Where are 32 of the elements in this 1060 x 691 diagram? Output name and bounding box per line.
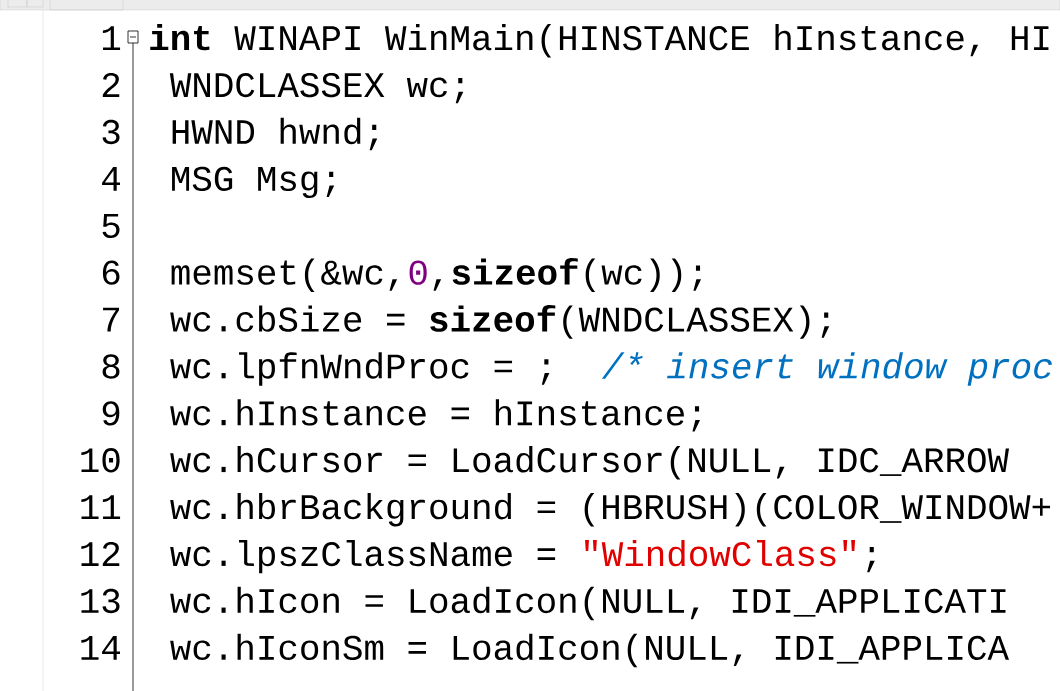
code-text: ; xyxy=(867,546,875,573)
code-comment: /* insert window proc xyxy=(601,352,1052,386)
code-text: wc.hCursor = LoadCursor(NULL, IDC_ARROW xyxy=(170,446,1010,480)
code-text: int WINAPI WinMain(HINSTANCE hInstance, HI xyxy=(150,24,1049,58)
code-text: wc.lpfnWndProc = ; xyxy=(170,352,550,386)
line-number: 5 xyxy=(102,213,120,238)
code-text: wc.hbrBackground = (HBRUSH)(COLOR_WINDOW+ xyxy=(170,493,1050,527)
code-text: MSG Msg; xyxy=(172,166,335,199)
line-number: 12 xyxy=(81,541,120,566)
line-number: 13 xyxy=(81,588,120,614)
code-text: ,sizeof(wc)); xyxy=(433,258,702,292)
line-number: 10 xyxy=(81,448,120,473)
code-text: HWND hwnd; xyxy=(172,117,378,151)
code-text: wc.cbSize = sizeof(WNDCLASSEX); xyxy=(170,304,830,339)
line-number: 3 xyxy=(102,119,120,145)
line-number: 14 xyxy=(81,636,120,660)
code-text: "WindowClass" xyxy=(585,539,856,567)
line-number: 4 xyxy=(102,167,120,191)
code-text: wc.lpszClassName = xyxy=(170,539,556,574)
code-text: wc.hInstance = hInstance; xyxy=(170,399,701,432)
code-text: WNDCLASSEX wc; xyxy=(169,72,464,104)
line-number: 8 xyxy=(102,354,120,379)
line-number: 11 xyxy=(81,495,121,519)
line-number: 1 xyxy=(102,26,121,50)
code-text: memset(&wc, xyxy=(171,258,398,292)
line-number: 7 xyxy=(103,307,119,332)
line-number: 6 xyxy=(102,260,120,285)
line-number: 9 xyxy=(102,401,120,426)
code-text: wc.hIconSm = LoadIcon(NULL, IDI_APPLICA xyxy=(170,633,1010,668)
code-text: 0 xyxy=(409,260,427,285)
code-text: wc.hIcon = LoadIcon(NULL, IDI_APPLICATI xyxy=(170,586,1006,621)
line-number: 2 xyxy=(102,72,120,97)
